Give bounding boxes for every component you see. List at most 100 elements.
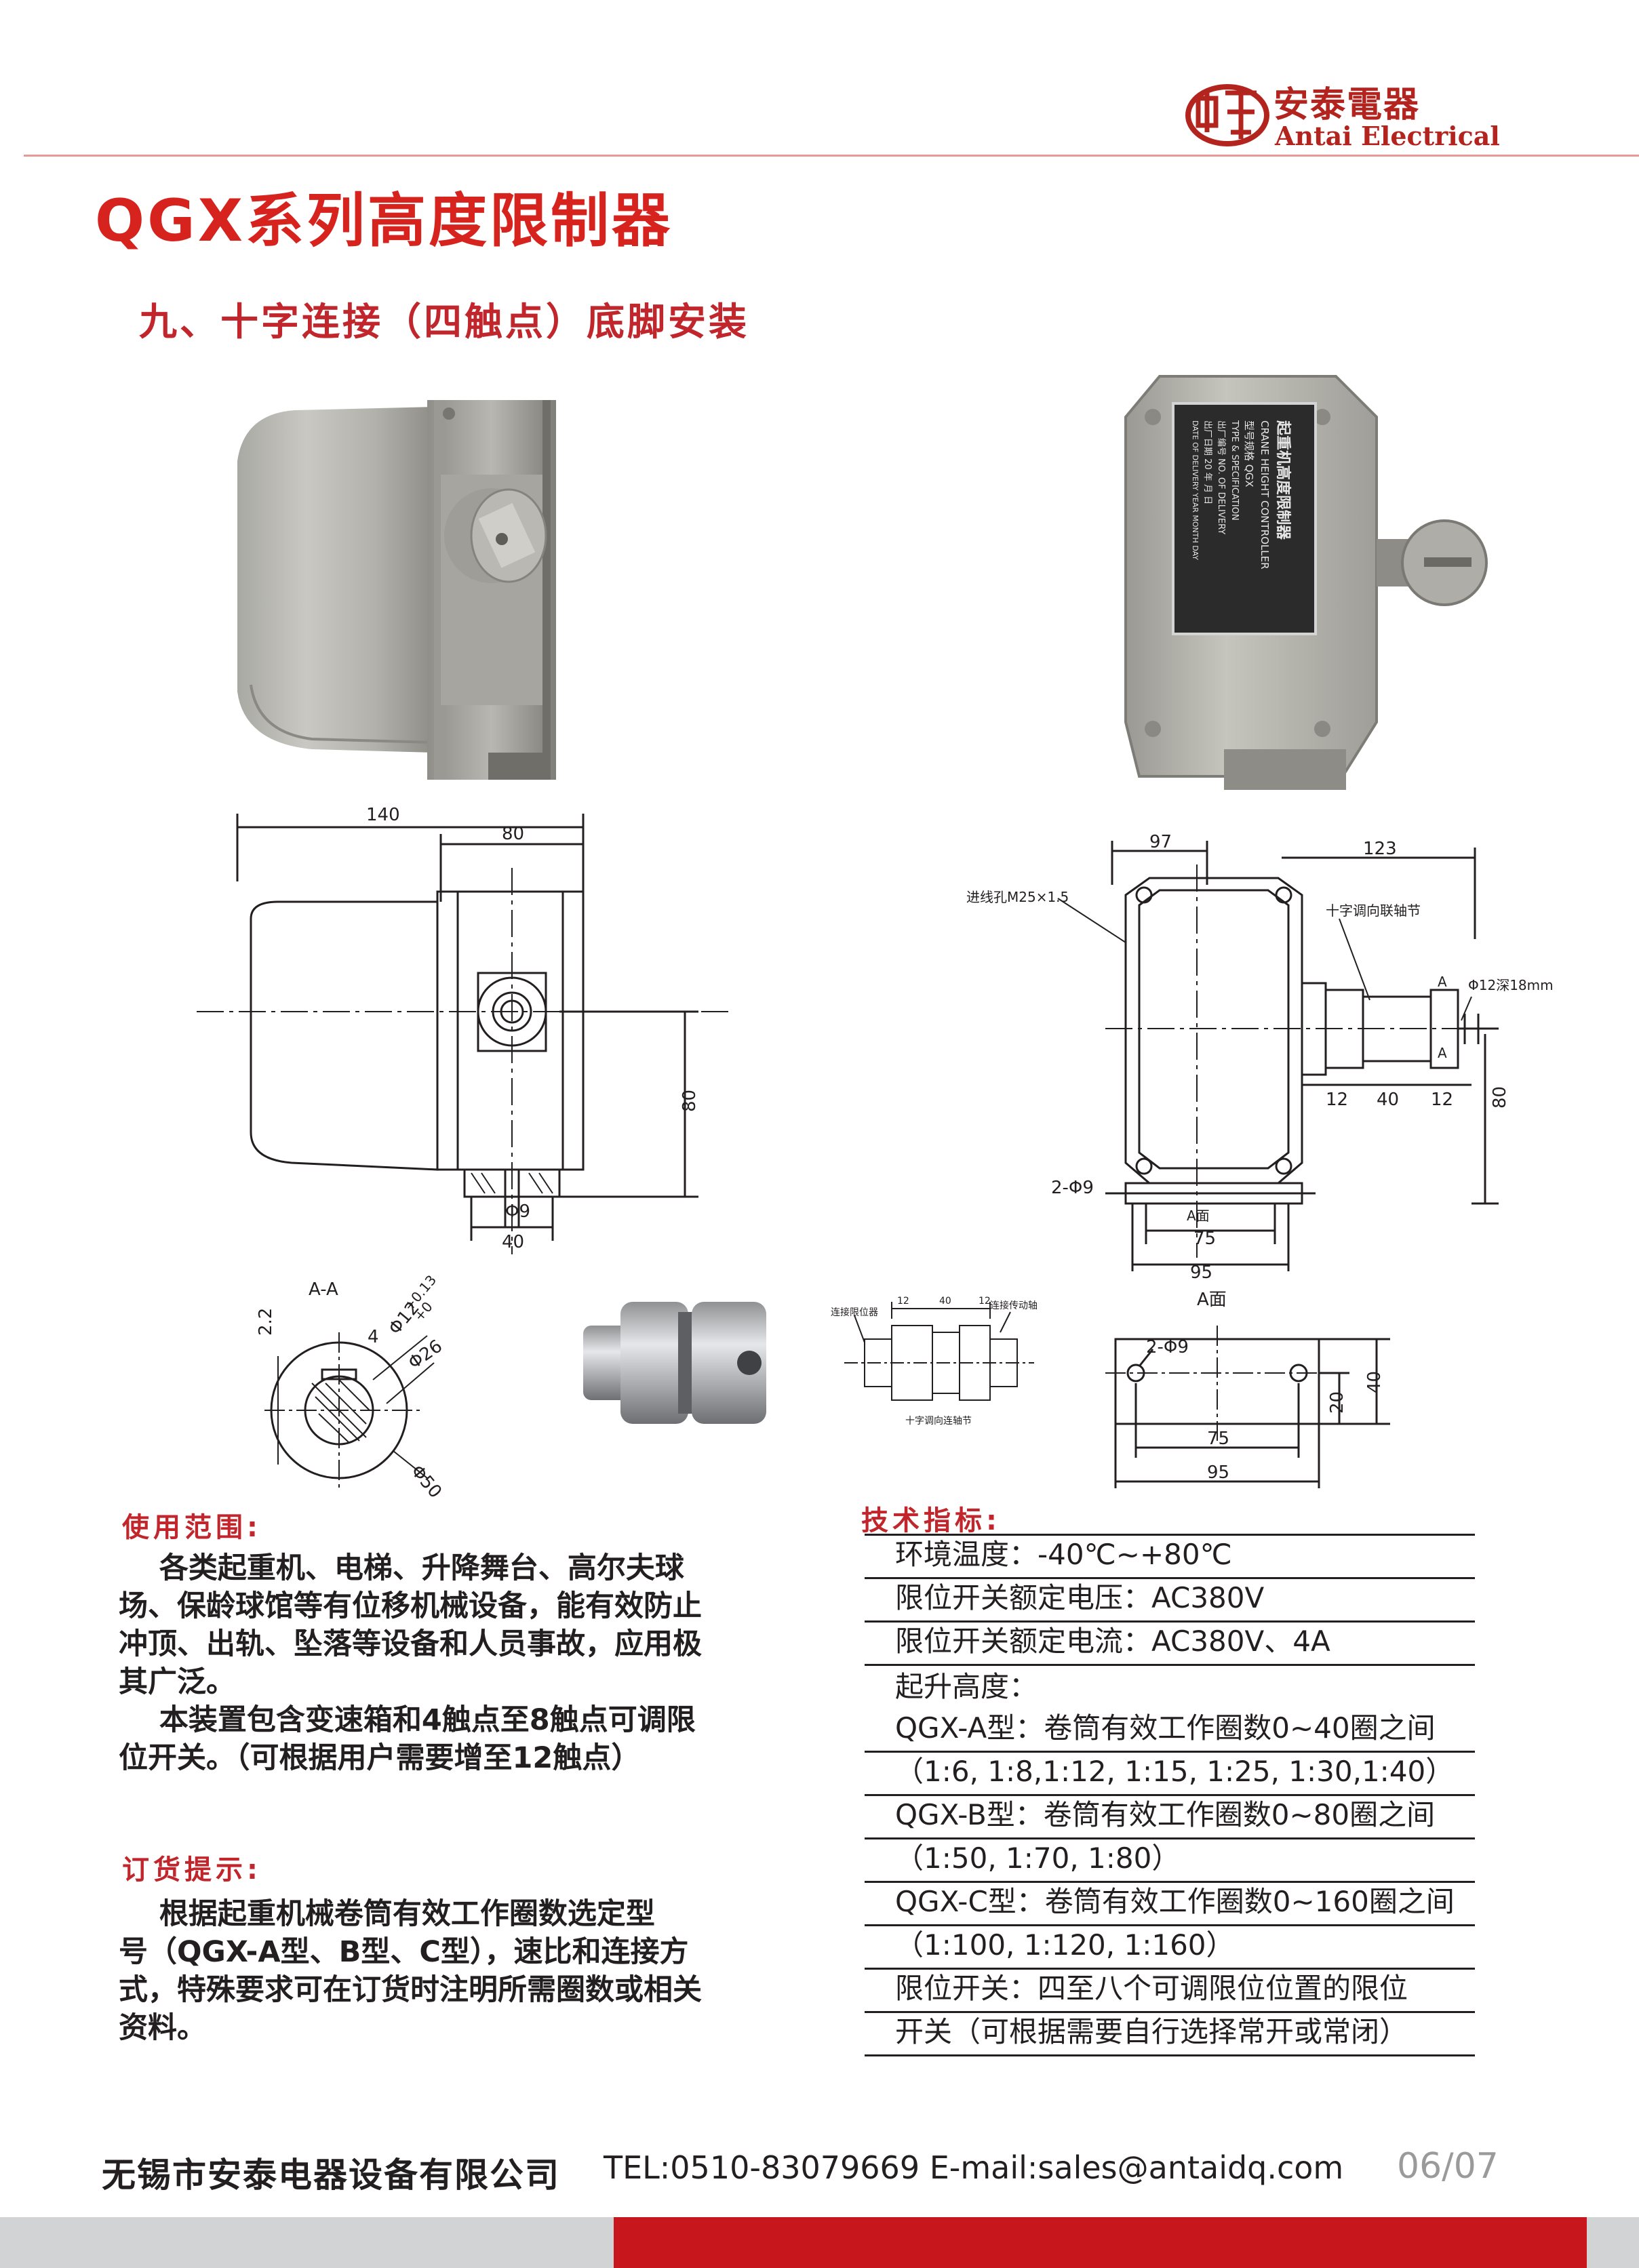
usage-line: 本装置包含变速箱和4触点至8触点可调限 <box>119 1703 696 1737</box>
spec-text: 开关（可根据需要自行选择常开或常闭） <box>895 2015 1408 2048</box>
usage-line: 其广泛。 <box>119 1665 235 1699</box>
inlet-label: 进线孔M25×1.5 <box>966 889 1069 905</box>
spec-row: 限位开关额定电流：AC380V、4A <box>865 1623 1475 1666</box>
svg-text:型号规格 QGX: 型号规格 QGX <box>1243 420 1255 487</box>
coupling-drawing: 连接限位器 连接传动轴 十字调向连轴节 12 40 12 <box>831 1296 1038 1427</box>
usage-body: 各类起重机、电梯、升降舞台、高尔夫球 场、保龄球馆等有位移机械设备，能有效防止 … <box>119 1549 702 1777</box>
spec-text: 限位开关额定电压：AC380V <box>895 1581 1265 1614</box>
spec-text: 限位开关额定电流：AC380V、4A <box>895 1625 1330 1658</box>
holes-label: 2-Φ9 <box>1051 1178 1094 1198</box>
spec-row: QGX-B型：卷筒有效工作圈数0~80圈之间 <box>865 1796 1475 1839</box>
specs-heading: 技术指标: <box>861 1505 1001 1536</box>
spec-text: 环境温度：-40℃~+80℃ <box>895 1538 1232 1571</box>
spec-row: （1:50, 1:70, 1:80） <box>865 1839 1475 1883</box>
ordering-body: 根据起重机械卷筒有效工作圈数选定型 号（QGX-A型、B型、C型），速比和连接方… <box>119 1895 702 2047</box>
footer-contact: TEL:0510-83079669 E-mail:sales@antaidq.c… <box>604 2149 1344 2186</box>
spec-row: 开关（可根据需要自行选择常开或常闭） <box>865 2013 1475 2056</box>
dim-label: 40 <box>1377 1090 1399 1110</box>
dim-label: Φ9 <box>505 1201 530 1222</box>
coupling-left-label: 连接限位器 <box>831 1307 878 1318</box>
dim-label: 40 <box>1364 1371 1385 1393</box>
page-number: 06/07 <box>1397 2146 1499 2187</box>
svg-text:TYPE & SPECIFICATION: TYPE & SPECIFICATION <box>1229 420 1240 521</box>
a-face-title: A面 <box>1197 1290 1227 1310</box>
coupling-photo <box>583 1302 766 1424</box>
section-title: 九、十字连接（四触点）底脚安装 <box>139 300 749 344</box>
product-photo-front: 起重机高度限制器 CRANE HEIGHT CONTROLLER 型号规格 QG… <box>1124 375 1488 790</box>
ordering-line: 根据起重机械卷筒有效工作圈数选定型 <box>119 1897 655 1931</box>
dim-label: 4 <box>368 1327 379 1347</box>
dim-label: 2.2 <box>256 1308 276 1336</box>
section-aa-drawing: A-A 2.2 Φ12 +0.13 +0 4 Φ26 Φ50 <box>256 1272 446 1503</box>
dim-label: 80 <box>1490 1086 1510 1109</box>
spec-row: QGX-A型：卷筒有效工作圈数0~40圈之间 <box>865 1709 1475 1753</box>
ordering-line: 资料。 <box>119 2011 206 2045</box>
dim-label: 75 <box>1193 1229 1216 1249</box>
dim-label: 12 <box>1431 1090 1453 1110</box>
spec-row: 限位开关：四至八个可调限位位置的限位 <box>865 1970 1475 2013</box>
spec-row: QGX-C型：卷筒有效工作圈数0~160圈之间 <box>865 1883 1475 1926</box>
section-title: A-A <box>309 1279 338 1300</box>
spec-text: （1:50, 1:70, 1:80） <box>895 1842 1181 1875</box>
footer-accent-bar <box>614 2217 1587 2268</box>
dim-label: 97 <box>1149 832 1172 852</box>
spec-row: （1:6, 1:8,1:12, 1:15, 1:25, 1:30,1:40） <box>865 1753 1475 1796</box>
dim-label: 40 <box>939 1296 951 1307</box>
dim-label: 12 <box>979 1296 991 1307</box>
dim-label: 20 <box>1327 1391 1347 1414</box>
dim-label: 40 <box>502 1232 524 1252</box>
spec-row: 限位开关额定电压：AC380V <box>865 1579 1475 1623</box>
usage-line: 冲顶、出轨、坠落等设备和人员事故，应用极 <box>119 1627 702 1661</box>
svg-text:DATE OF DELIVERY YEAR MONTH DA: DATE OF DELIVERY YEAR MONTH DAY <box>1191 420 1200 560</box>
svg-text:出厂编号 NO. OF DELIVERY: 出厂编号 NO. OF DELIVERY <box>1216 420 1226 534</box>
coupling-bottom-label: 十字调向连轴节 <box>905 1416 972 1427</box>
usage-line: 位开关。（可根据用户需要增至12触点） <box>119 1741 641 1775</box>
coupling-right-label: 连接传动轴 <box>990 1300 1038 1311</box>
product-photo-side <box>237 400 556 780</box>
dim-label: 123 <box>1363 839 1397 859</box>
brand-name-en: Antai Electrical <box>1275 121 1500 151</box>
ordering-heading: 订货提示: <box>122 1854 262 1886</box>
spec-row: 起升高度： <box>865 1666 1475 1709</box>
brand-name-cn: 安泰電器 <box>1273 84 1421 125</box>
spec-row: 环境温度：-40℃~+80℃ <box>865 1536 1475 1579</box>
header-divider <box>24 155 1639 157</box>
dim-label: 12 <box>1326 1090 1348 1110</box>
dim-label: 140 <box>366 805 400 825</box>
spec-row: （1:100, 1:120, 1:160） <box>865 1926 1475 1970</box>
usage-line: 场、保龄球馆等有位移机械设备，能有效防止 <box>119 1589 702 1623</box>
usage-heading: 使用范围: <box>122 1512 262 1543</box>
brand-logo <box>1185 84 1269 146</box>
usage-line: 各类起重机、电梯、升降舞台、高尔夫球 <box>119 1551 684 1585</box>
section-mark-a: A <box>1438 974 1447 990</box>
coupling-label: 十字调向联轴节 <box>1326 902 1421 919</box>
svg-text:出厂日期 20 年 月 日: 出厂日期 20 年 月 日 <box>1202 420 1212 504</box>
spec-text: （1:6, 1:8,1:12, 1:15, 1:25, 1:30,1:40） <box>895 1755 1455 1788</box>
shaft-label: Φ12深18mm <box>1468 977 1554 993</box>
front-view-drawing: 进线孔M25×1.5 十字调向联轴节 Φ12深18mm 2-Φ9 A A A面 … <box>966 832 1554 1283</box>
dim-label: Φ50 <box>407 1461 446 1502</box>
dim-label: 12 <box>897 1296 909 1307</box>
page-title: QGX系列高度限制器 <box>95 187 673 255</box>
side-view-drawing: 140 80 80 Φ9 40 <box>197 805 732 1254</box>
svg-text:CRANE HEIGHT CONTROLLER: CRANE HEIGHT CONTROLLER <box>1259 420 1271 570</box>
ordering-line: 号（QGX-A型、B型、C型），速比和连接方 <box>119 1935 689 1969</box>
spec-text: （1:100, 1:120, 1:160） <box>895 1928 1235 1962</box>
spec-text: QGX-C型：卷筒有效工作圈数0~160圈之间 <box>895 1885 1455 1918</box>
ordering-line: 式，特殊要求可在订货时注明所需圈数或相关 <box>119 1973 702 2007</box>
footer-company: 无锡市安泰电器设备有限公司 <box>102 2155 560 2195</box>
svg-text:起重机高度限制器: 起重机高度限制器 <box>1274 420 1292 540</box>
spec-text: QGX-A型：卷筒有效工作圈数0~40圈之间 <box>895 1711 1436 1745</box>
dim-label: Φ26 <box>405 1336 446 1373</box>
spec-text: QGX-B型：卷筒有效工作圈数0~80圈之间 <box>895 1798 1436 1831</box>
a-face-drawing: A面 2-Φ9 20 40 75 95 <box>1105 1290 1390 1488</box>
spec-text: 起升高度： <box>895 1670 1038 1703</box>
holes-label: 2-Φ9 <box>1146 1337 1189 1357</box>
dim-label: 95 <box>1207 1463 1229 1483</box>
dim-label: 75 <box>1207 1429 1229 1449</box>
dim-label: 80 <box>502 824 524 844</box>
a-face-label: A面 <box>1187 1208 1210 1224</box>
dim-label: 80 <box>679 1090 700 1112</box>
dim-label: 95 <box>1190 1262 1212 1283</box>
specs-top-rule <box>865 1534 1475 1536</box>
